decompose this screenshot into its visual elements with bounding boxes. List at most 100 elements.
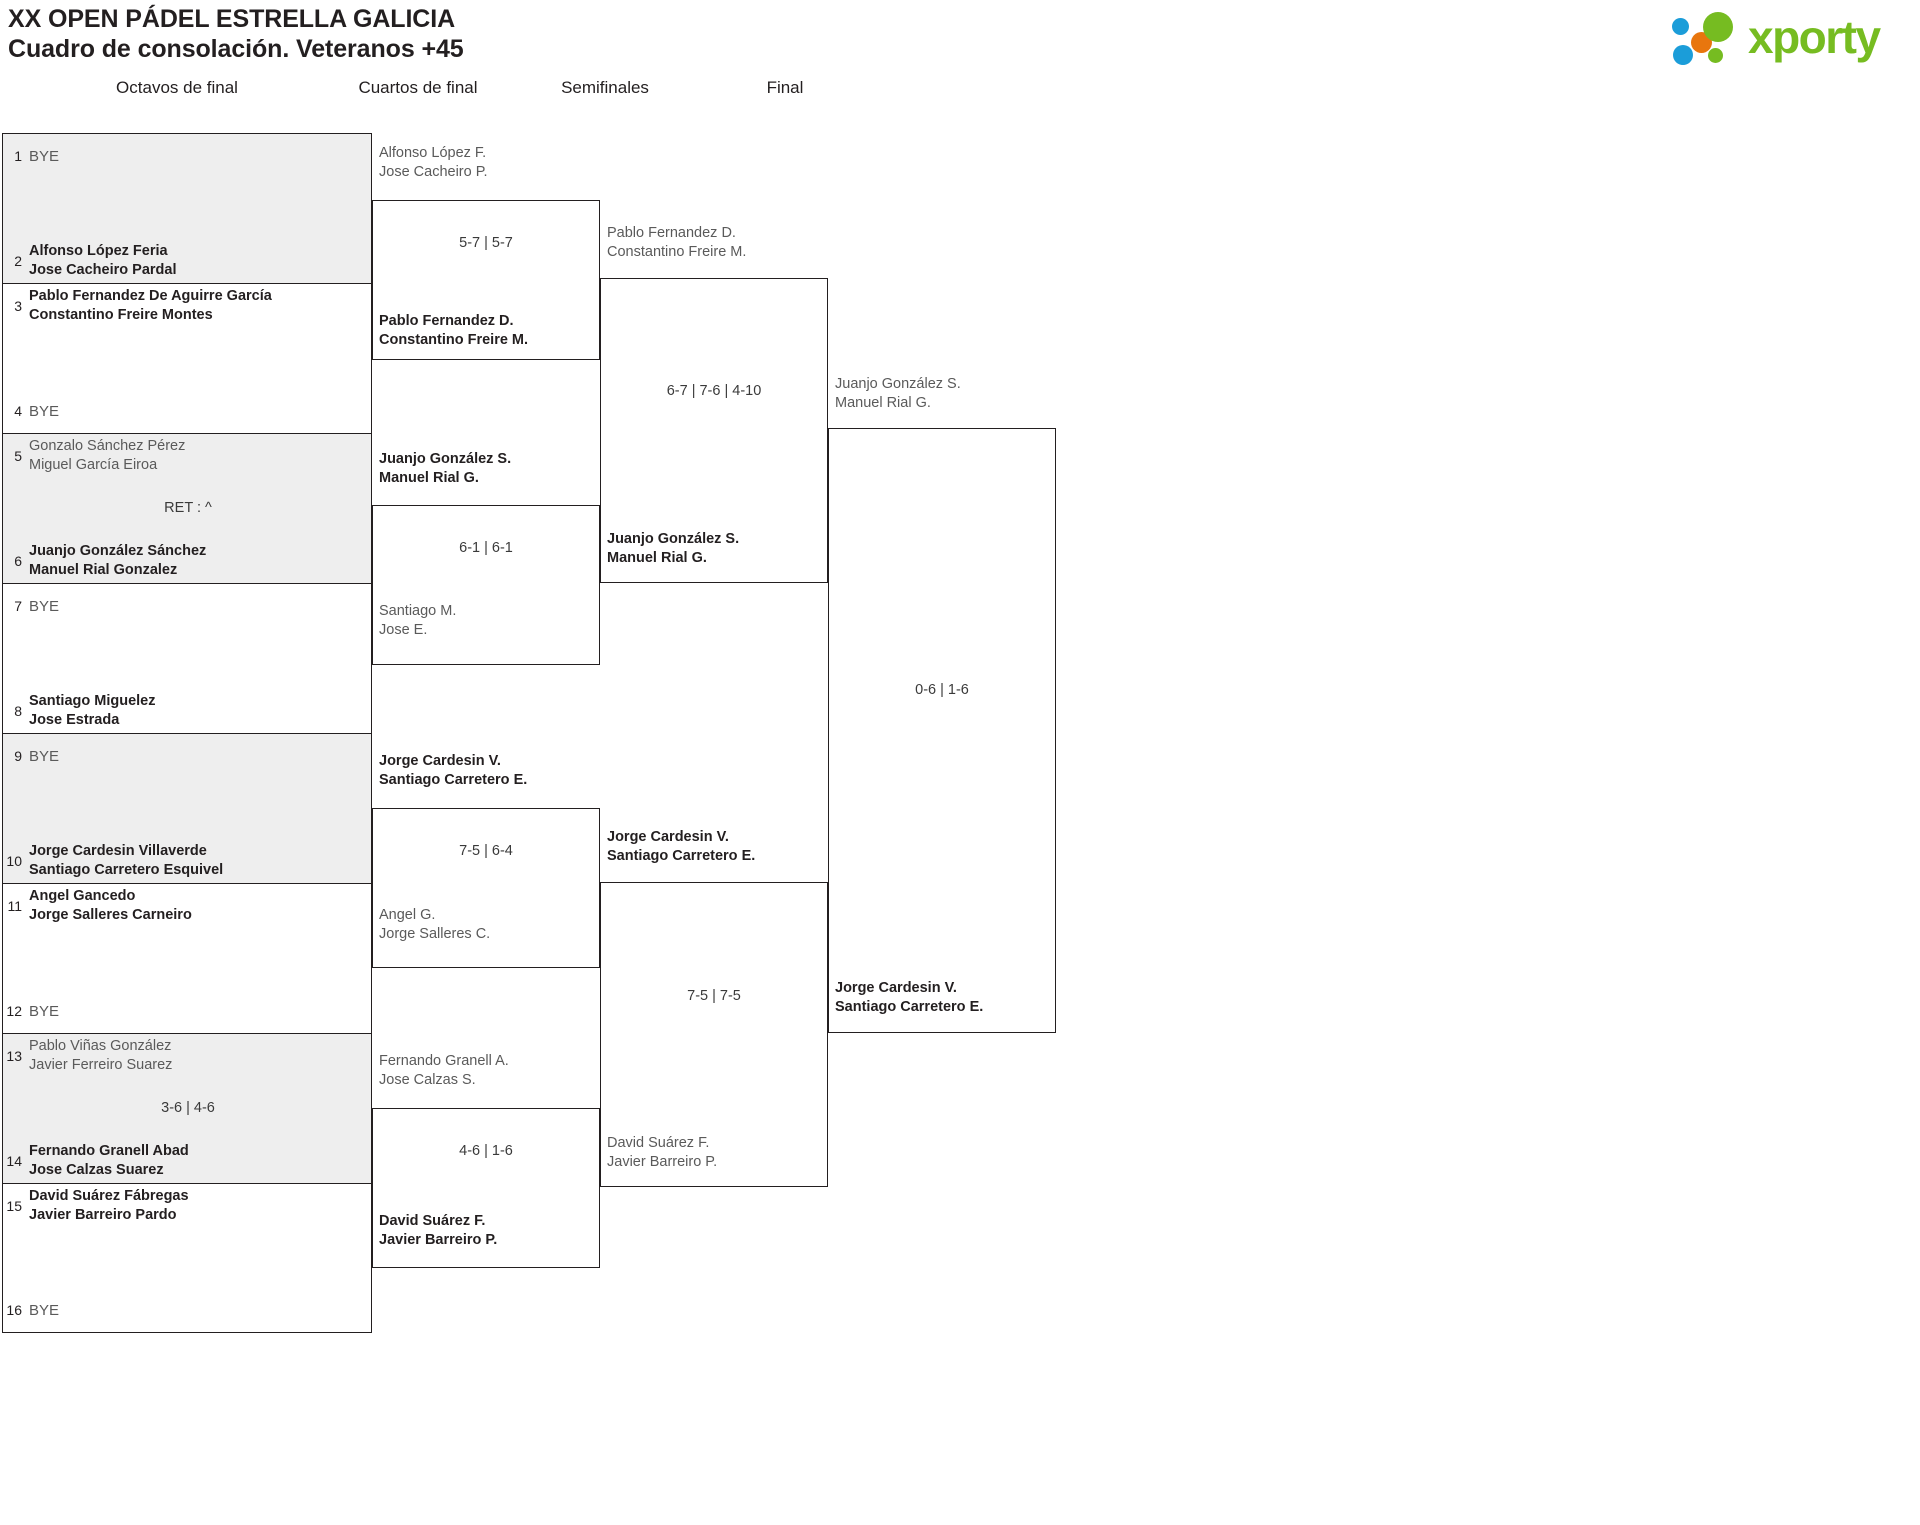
seed-number: 13 bbox=[6, 1048, 22, 1064]
round1-slot[interactable]: 12 BYE bbox=[3, 989, 373, 1033]
logo-wordmark: xporty bbox=[1748, 11, 1881, 63]
round1-slot[interactable]: 6 Juanjo González Sánchez Manuel Rial Go… bbox=[3, 539, 373, 583]
player-line1: Pablo Fernandez D. bbox=[379, 313, 514, 329]
round2-player-bottom[interactable]: Santiago M. Jose E. bbox=[379, 602, 456, 640]
round1-slot[interactable]: 4 BYE bbox=[3, 389, 373, 433]
player-names: BYE bbox=[29, 402, 59, 421]
player-names: Fernando Granell Abad Jose Calzas Suarez bbox=[29, 1142, 189, 1180]
logo-dots-icon bbox=[1672, 12, 1750, 65]
player-line2: Manuel Rial G. bbox=[379, 470, 479, 486]
player-names: Jorge Cardesin Villaverde Santiago Carre… bbox=[29, 842, 223, 880]
seed-number: 12 bbox=[6, 1003, 22, 1019]
round1-match[interactable]: 9 BYE 10 Jorge Cardesin Villaverde Santi… bbox=[2, 733, 372, 883]
round3-match-box[interactable] bbox=[600, 882, 828, 1187]
round1-slot[interactable]: 10 Jorge Cardesin Villaverde Santiago Ca… bbox=[3, 839, 373, 883]
round3-player-top[interactable]: Jorge Cardesin V. Santiago Carretero E. bbox=[607, 828, 755, 866]
round2-player-bottom[interactable]: Angel G. Jorge Salleres C. bbox=[379, 906, 490, 944]
round1-slot[interactable]: 8 Santiago Miguelez Jose Estrada bbox=[3, 689, 373, 733]
seed-number: 14 bbox=[6, 1153, 22, 1169]
match-score: 7-5 | 6-4 bbox=[459, 843, 513, 859]
player-line1: BYE bbox=[29, 747, 60, 765]
player-line1: Fernando Granell Abad bbox=[29, 1143, 189, 1159]
match-score: 3-6 | 4-6 bbox=[161, 1100, 215, 1116]
bracket-subtitle: Cuadro de consolación. Veteranos +45 bbox=[8, 35, 464, 63]
player-line2: Constantino Freire M. bbox=[607, 244, 747, 260]
round-header-semifinales: Semifinales bbox=[561, 78, 649, 97]
player-line2: Jorge Salleres C. bbox=[379, 926, 491, 942]
player-line1: Jorge Cardesin Villaverde bbox=[29, 843, 207, 859]
round1-slot[interactable]: 13 Pablo Viñas González Javier Ferreiro … bbox=[3, 1034, 373, 1078]
player-line2: Jorge Salleres Carneiro bbox=[29, 907, 192, 923]
round1-match[interactable]: 15 David Suárez Fábregas Javier Barreiro… bbox=[2, 1183, 372, 1333]
xporty-logo: xporty bbox=[1672, 8, 1902, 68]
round2-match-box[interactable] bbox=[372, 200, 600, 360]
round1-slot[interactable]: 7 BYE bbox=[3, 584, 373, 628]
round1-match[interactable]: 3 Pablo Fernandez De Aguirre García Cons… bbox=[2, 283, 372, 433]
round2-player-top[interactable]: Juanjo González S. Manuel Rial G. bbox=[379, 450, 511, 488]
round2-player-top[interactable]: Fernando Granell A. Jose Calzas S. bbox=[379, 1052, 509, 1090]
round4-match-box[interactable] bbox=[828, 428, 1056, 1033]
player-line1: Alfonso López Feria bbox=[29, 243, 168, 259]
player-line2: Jose Estrada bbox=[29, 712, 120, 728]
round1-slot[interactable]: 5 Gonzalo Sánchez Pérez Miguel García Ei… bbox=[3, 434, 373, 478]
round2-match-box[interactable] bbox=[372, 808, 600, 968]
round1-match[interactable]: 7 BYE 8 Santiago Miguelez Jose Estrada bbox=[2, 583, 372, 733]
player-names: David Suárez Fábregas Javier Barreiro Pa… bbox=[29, 1187, 189, 1225]
round1-match[interactable]: 1 BYE 2 Alfonso López Feria Jose Cacheir… bbox=[2, 133, 372, 283]
round1-slot[interactable]: 16 BYE bbox=[3, 1288, 373, 1332]
player-line1: Pablo Fernandez De Aguirre García bbox=[29, 288, 272, 304]
seed-number: 16 bbox=[6, 1302, 22, 1318]
player-names: Pablo Viñas González Javier Ferreiro Sua… bbox=[29, 1037, 172, 1075]
round3-player-bottom[interactable]: David Suárez F. Javier Barreiro P. bbox=[607, 1134, 717, 1172]
seed-number: 7 bbox=[14, 598, 22, 614]
tournament-name: XX OPEN PÁDEL ESTRELLA GALICIA bbox=[8, 5, 456, 33]
player-line1: BYE bbox=[29, 597, 60, 615]
round2-match-box[interactable] bbox=[372, 1108, 600, 1268]
logo-dot-green-small bbox=[1708, 48, 1723, 63]
seed-number: 6 bbox=[14, 553, 22, 569]
player-line2: Santiago Carretero E. bbox=[607, 848, 756, 864]
player-line1: Jorge Cardesin V. bbox=[607, 829, 729, 845]
round2-player-bottom[interactable]: David Suárez F. Javier Barreiro P. bbox=[379, 1212, 497, 1250]
round1-match[interactable]: 11 Angel Gancedo Jorge Salleres Carneiro… bbox=[2, 883, 372, 1033]
match-score: 7-5 | 7-5 bbox=[687, 988, 741, 1004]
round4-player-top[interactable]: Juanjo González S. Manuel Rial G. bbox=[835, 375, 961, 413]
round1-slot[interactable]: 11 Angel Gancedo Jorge Salleres Carneiro bbox=[3, 884, 373, 928]
seed-number: 1 bbox=[14, 148, 22, 164]
player-line2: Manuel Rial Gonzalez bbox=[29, 562, 178, 578]
round3-match-box[interactable] bbox=[600, 278, 828, 583]
player-line1: Juanjo González S. bbox=[607, 531, 740, 547]
player-line2: Constantino Freire Montes bbox=[29, 307, 213, 323]
logo-dot-blue-small bbox=[1672, 18, 1689, 35]
round2-player-top[interactable]: Alfonso López F. Jose Cacheiro P. bbox=[379, 144, 488, 182]
logo-dot-green-large bbox=[1703, 12, 1733, 42]
logo-dot-blue-large bbox=[1673, 45, 1693, 65]
seed-number: 15 bbox=[6, 1198, 22, 1214]
player-line2: Javier Ferreiro Suarez bbox=[29, 1057, 173, 1073]
player-names: BYE bbox=[29, 1002, 59, 1021]
round1-slot[interactable]: 15 David Suárez Fábregas Javier Barreiro… bbox=[3, 1184, 373, 1228]
round1-slot[interactable]: 9 BYE bbox=[3, 734, 373, 778]
round1-slot[interactable]: 14 Fernando Granell Abad Jose Calzas Sua… bbox=[3, 1139, 373, 1183]
round1-match[interactable]: 13 Pablo Viñas González Javier Ferreiro … bbox=[2, 1033, 372, 1183]
player-line2: Jose Calzas S. bbox=[379, 1072, 476, 1088]
player-names: Angel Gancedo Jorge Salleres Carneiro bbox=[29, 887, 192, 925]
player-line1: BYE bbox=[29, 402, 60, 420]
seed-number: 10 bbox=[6, 853, 22, 869]
player-line1: Fernando Granell A. bbox=[379, 1053, 509, 1069]
round2-match-box[interactable] bbox=[372, 505, 600, 665]
round1-match[interactable]: 5 Gonzalo Sánchez Pérez Miguel García Ei… bbox=[2, 433, 372, 583]
round4-player-champion[interactable]: Jorge Cardesin V. Santiago Carretero E. bbox=[835, 979, 983, 1017]
player-line2: Javier Barreiro P. bbox=[379, 1232, 498, 1248]
round1-slot[interactable]: 1 BYE bbox=[3, 134, 373, 178]
round3-player-top[interactable]: Pablo Fernandez D. Constantino Freire M. bbox=[607, 224, 746, 262]
round-header-octavos: Octavos de final bbox=[116, 78, 238, 97]
round2-player-top[interactable]: Jorge Cardesin V. Santiago Carretero E. bbox=[379, 752, 527, 790]
player-line1: Juanjo González Sánchez bbox=[29, 543, 207, 559]
round2-player-bottom[interactable]: Pablo Fernandez D. Constantino Freire M. bbox=[379, 312, 528, 350]
round3-player-bottom[interactable]: Juanjo González S. Manuel Rial G. bbox=[607, 530, 739, 568]
round1-slot[interactable]: 3 Pablo Fernandez De Aguirre García Cons… bbox=[3, 284, 373, 328]
player-line1: Santiago M. bbox=[379, 603, 457, 619]
round1-slot[interactable]: 2 Alfonso López Feria Jose Cacheiro Pard… bbox=[3, 239, 373, 283]
player-line1: BYE bbox=[29, 1002, 60, 1020]
